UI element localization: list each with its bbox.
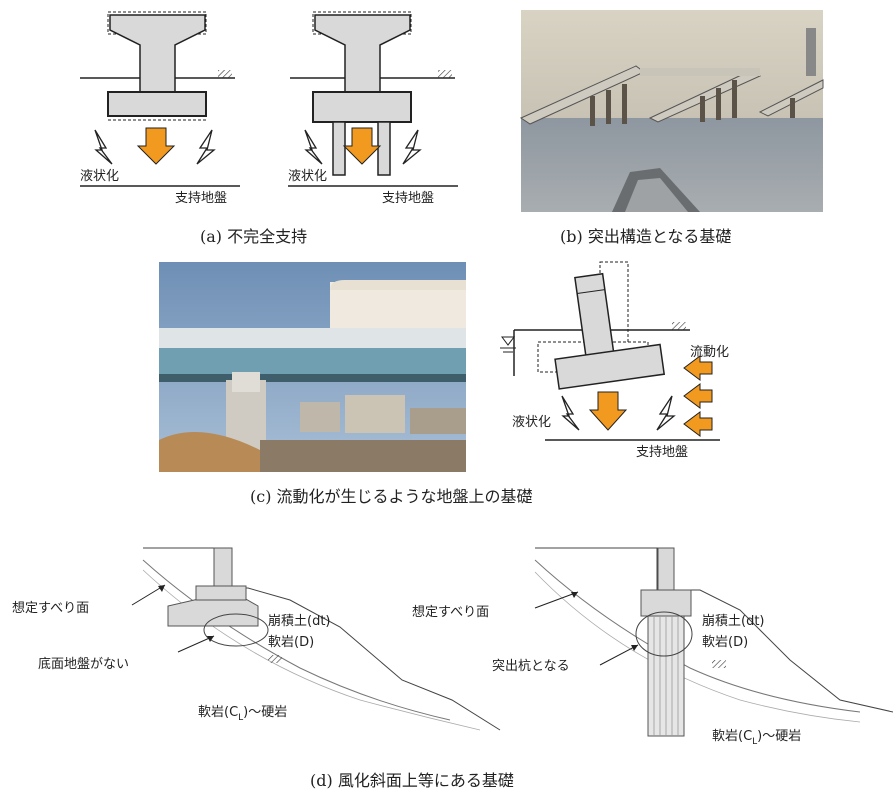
ground-hatch-icon xyxy=(712,660,726,668)
lateral-flow-arrow-icon xyxy=(683,411,713,437)
liquefaction-label: 液状化 xyxy=(512,415,551,430)
pier-spread-footing xyxy=(107,11,207,121)
caption-a: (a) 不完全支持 xyxy=(200,227,307,246)
highlight-ellipse xyxy=(635,611,693,657)
hard-rock-label: 軟岩(CL)〜硬岩 xyxy=(712,728,801,747)
panel-a-diagram: 液状化 液状化 支持地盤 支持地盤 (a) 不完全支持 xyxy=(80,11,458,246)
panel-d-right-diagram: 想定すべり面 崩積土(dt) 軟岩(D) 突出杭となる 軟岩(CL)〜硬岩 xyxy=(412,547,893,747)
water-level-icon xyxy=(501,336,515,346)
highlight-ellipse xyxy=(203,613,269,647)
panel-d-left-diagram: 想定すべり面 崩積土(dt) 軟岩(D) 底面地盤がない 軟岩(CL)〜硬岩 xyxy=(12,547,501,731)
soft-rock-label: 軟岩(D) xyxy=(268,634,314,650)
ground-hatch-icon xyxy=(218,70,232,78)
bearing-stratum-label: 支持地盤 xyxy=(175,191,227,206)
panel-b-photo: (b) 突出構造となる基礎 xyxy=(519,10,824,246)
ground-hatch-icon xyxy=(268,655,282,663)
slip-surface-label: 想定すべり面 xyxy=(412,604,489,620)
caption-b: (b) 突出構造となる基礎 xyxy=(560,227,731,246)
caption-c: (c) 流動化が生じるような地盤上の基礎 xyxy=(250,487,533,506)
lateral-flow-arrow-icon xyxy=(683,355,713,381)
colluvium-label: 崩積土(dt) xyxy=(702,614,765,629)
liquefaction-bolt-icon xyxy=(561,395,580,431)
liquefaction-bolt-icon xyxy=(656,395,676,431)
ground-hatch-icon xyxy=(438,70,452,78)
slip-surface-label: 想定すべり面 xyxy=(12,600,89,616)
panel-c-diagram: 流動化 液状化 支持地盤 xyxy=(500,261,729,460)
ground-hatch-icon xyxy=(672,322,686,330)
liquefaction-label: 液状化 xyxy=(288,169,327,184)
bearing-stratum-label: 支持地盤 xyxy=(382,191,434,206)
colluvium-label: 崩積土(dt) xyxy=(268,614,331,629)
settlement-arrow-icon xyxy=(588,391,628,431)
liquefaction-bolt-icon xyxy=(196,129,216,165)
no-bottom-ground-label: 底面地盤がない xyxy=(38,656,129,672)
liquefaction-bolt-icon xyxy=(402,129,422,165)
liquefaction-label: 液状化 xyxy=(80,169,119,184)
liquefaction-bolt-icon xyxy=(304,129,323,165)
lateral-flow-arrow-icon xyxy=(683,383,713,409)
soft-rock-label: 軟岩(D) xyxy=(702,634,748,650)
panel-c-photo: (c) 流動化が生じるような地盤上の基礎 xyxy=(159,262,533,506)
caption-d: (d) 風化斜面上等にある基礎 xyxy=(310,771,514,790)
bearing-stratum-label: 支持地盤 xyxy=(636,445,688,460)
lateral-flow-label: 流動化 xyxy=(690,345,729,360)
liquefaction-bolt-icon xyxy=(94,129,113,165)
settlement-arrow-icon xyxy=(342,127,382,165)
settlement-arrow-icon xyxy=(136,127,176,165)
protruding-pile-label: 突出杭となる xyxy=(492,658,570,674)
hard-rock-label: 軟岩(CL)〜硬岩 xyxy=(198,704,287,723)
